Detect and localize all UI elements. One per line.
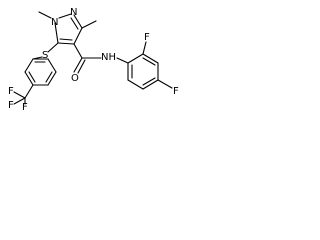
bond-ar2-ar3 [24, 71, 34, 86]
bond-c5-n1 [54, 22, 59, 44]
label-n2: N [70, 7, 77, 18]
bond-ar-cf3 [24, 84, 34, 99]
bond-c5-s [47, 42, 59, 53]
bond-c4-carbonyl [73, 43, 83, 59]
bond-br4-br5 [142, 79, 159, 90]
bond-n2-c3-double [70, 17, 79, 30]
bond-c3-methyl [81, 20, 97, 29]
bond-br-inner-1 [142, 57, 156, 66]
bond-n2-c3 [73, 14, 83, 29]
trifluoromethylphenyl-ring [24, 58, 57, 86]
bond-br-inner-2 [142, 77, 156, 86]
bond-ar1-ar2 [24, 58, 34, 73]
difluorophenyl-ring [127, 53, 159, 90]
label-cf3-f3: F [22, 102, 28, 112]
bond-cf3-f1 [13, 91, 26, 99]
bond-br1-br2 [127, 53, 144, 64]
label-fluorine-para: F [173, 86, 179, 97]
label-n1: N [51, 17, 58, 28]
molecule-structure-diagram: N N S O NH F F F F F [8, 7, 179, 112]
label-cf3-f2: F [8, 100, 14, 111]
bond-n-aryl [116, 57, 129, 64]
label-carbonyl-oxygen: O [71, 73, 79, 84]
bond-br-f-para [157, 79, 173, 89]
bond-ar-inner-2 [45, 71, 53, 83]
bond-c4-c5 [57, 42, 75, 45]
label-amide-nh: NH [101, 52, 116, 63]
bond-n1-n2 [58, 13, 72, 19]
bond-carbonyl-o-double [77, 59, 86, 74]
bond-br-f-ortho [142, 41, 147, 55]
label-fluorine-ortho: F [144, 32, 150, 43]
label-cf3-f1: F [8, 86, 14, 97]
bond-br5-br6 [127, 79, 144, 90]
bond-ar-inner-1 [28, 71, 36, 83]
label-sulfur: S [42, 50, 48, 61]
bond-carbonyl-o [73, 57, 83, 73]
bond-ar5-ar6 [47, 58, 57, 73]
bond-n1-methyl [38, 11, 52, 19]
pyrazole-ring [54, 13, 83, 45]
bond-br2-br3 [142, 53, 159, 64]
bond-ar4-ar5 [47, 71, 57, 86]
bond-c3-c4 [73, 27, 83, 45]
bond-cf3-f2 [13, 97, 26, 105]
bond-c4-c5-double [59, 38, 73, 41]
